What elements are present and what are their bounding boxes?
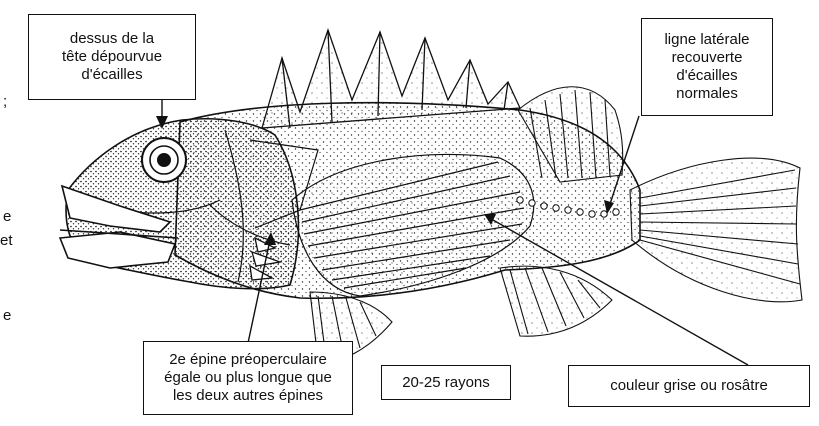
spine-label-line-2: égale ou plus longue que	[164, 369, 332, 387]
edge-fragment-2: e	[3, 208, 11, 225]
color-label: couleur grise ou rosâtre	[568, 365, 810, 407]
lateral-line-label: ligne latérale recouverte d'écailles nor…	[641, 18, 773, 116]
preopercular-spine-label: 2e épine préoperculaire égale ou plus lo…	[143, 341, 353, 415]
lateral-line-label-line-4: normales	[676, 85, 738, 103]
spine-label-line-1: 2e épine préoperculaire	[169, 351, 327, 369]
rays-label: 20-25 rayons	[381, 365, 511, 400]
edge-fragment-3: et	[0, 232, 13, 249]
color-label-text: couleur grise ou rosâtre	[610, 377, 768, 395]
lateral-line-label-line-2: recouverte	[672, 49, 743, 67]
lateral-line-label-line-1: ligne latérale	[664, 31, 749, 49]
edge-fragment-1: ;	[3, 93, 7, 110]
anal-fin	[500, 266, 612, 336]
spine-label-line-3: les deux autres épines	[173, 387, 323, 405]
head-label-line-3: d'écailles	[81, 66, 142, 84]
head-label-line-1: dessus de la	[70, 30, 154, 48]
eye	[142, 138, 186, 182]
caudal-fin	[630, 158, 802, 302]
lateral-line-label-line-3: d'écailles	[676, 67, 737, 85]
edge-fragment-4: e	[3, 307, 11, 324]
head-label-line-2: tête dépourvue	[62, 48, 162, 66]
head-label: dessus de la tête dépourvue d'écailles	[28, 14, 196, 100]
rays-label-text: 20-25 rayons	[402, 374, 490, 392]
